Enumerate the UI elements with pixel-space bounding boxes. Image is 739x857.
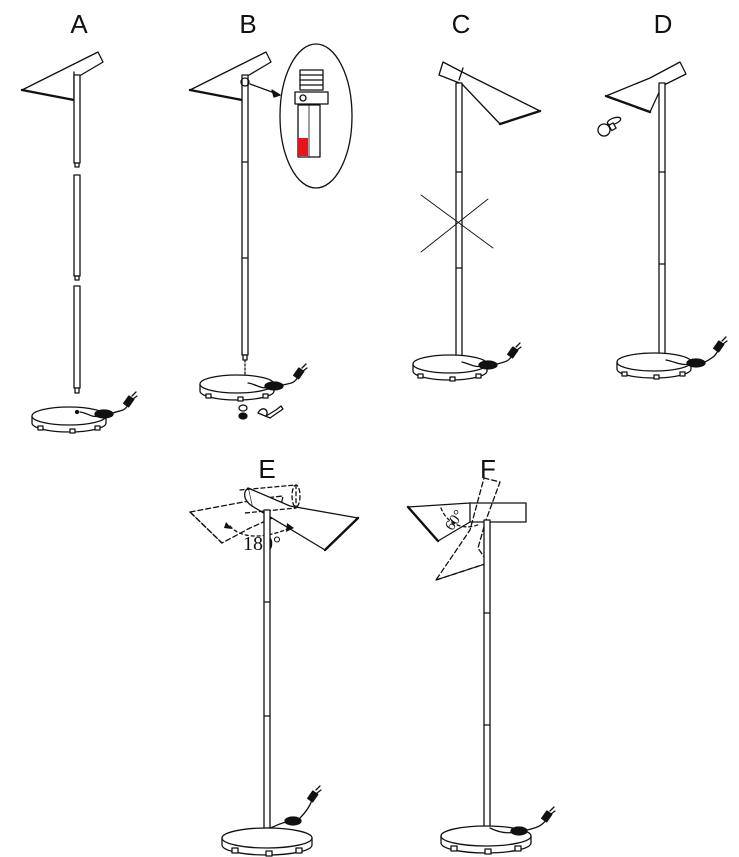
cross-mark xyxy=(420,194,494,253)
round-base xyxy=(412,354,488,382)
pole-section-bottom xyxy=(73,285,81,394)
lamp-shade xyxy=(188,51,272,102)
lamp-shade xyxy=(438,61,542,126)
round-base xyxy=(221,827,313,857)
round-base xyxy=(440,825,532,855)
panel-label-c: C xyxy=(452,9,471,39)
lamp-shade xyxy=(406,502,527,543)
rotation-arc xyxy=(224,522,294,537)
power-cord xyxy=(79,391,138,419)
power-cord xyxy=(489,806,556,836)
round-base xyxy=(31,406,107,434)
panel-c: C xyxy=(412,9,542,382)
pole xyxy=(658,82,666,357)
panel-a: A xyxy=(20,9,138,434)
pole xyxy=(263,509,271,829)
connector-zoom-detail xyxy=(279,43,353,189)
lamp-shade xyxy=(604,61,687,114)
panel-label-e: E xyxy=(258,454,275,484)
light-bulb xyxy=(597,116,622,137)
shade-ghost-tilted xyxy=(435,477,501,581)
panel-label-d: D xyxy=(654,9,673,39)
zoom-target-circle xyxy=(240,77,250,87)
power-cord xyxy=(461,342,522,370)
power-cord xyxy=(665,336,728,368)
panel-f: F 60° xyxy=(406,454,556,855)
pole xyxy=(483,519,491,829)
panel-d: D xyxy=(597,9,728,380)
power-cord xyxy=(269,785,322,829)
pole xyxy=(241,74,249,384)
panel-label-a: A xyxy=(70,9,88,39)
panel-e: E 180° xyxy=(189,454,360,857)
round-base xyxy=(199,374,275,402)
panel-b: B xyxy=(188,9,353,420)
lamp-shade xyxy=(244,487,360,552)
rotation-angle-label: 180° xyxy=(243,533,281,555)
panel-label-f: F xyxy=(480,454,496,484)
power-cord xyxy=(247,363,308,391)
hardware-parts xyxy=(238,404,284,420)
pole-section-top xyxy=(73,74,81,168)
tilt-arc xyxy=(440,507,481,528)
panel-label-b: B xyxy=(239,9,256,39)
red-marker xyxy=(298,138,308,156)
pole-section-middle xyxy=(73,174,81,281)
round-base xyxy=(616,352,692,380)
lamp-shade xyxy=(20,51,104,102)
